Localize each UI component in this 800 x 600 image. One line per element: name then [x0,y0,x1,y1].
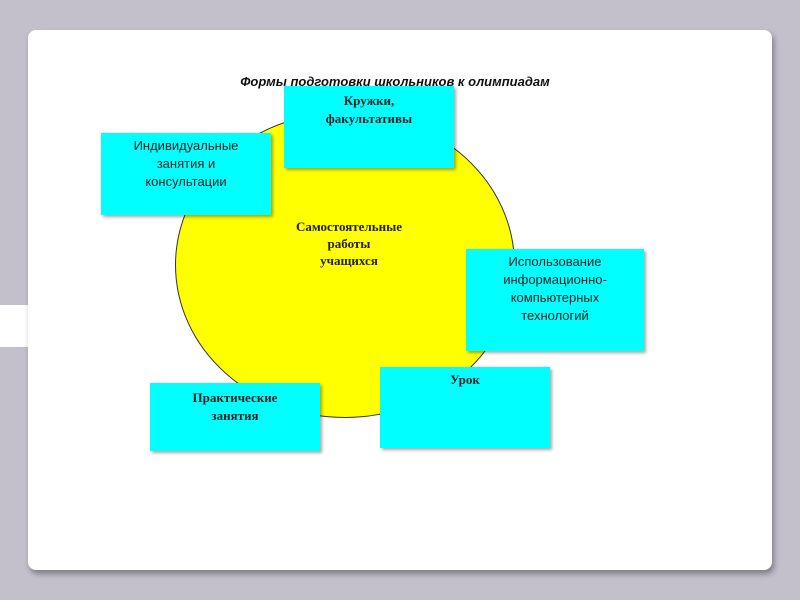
box-circles-electives: Кружки, факультативы [284,86,454,168]
slide-title: Формы подготовки школьников к олимпиадам [240,74,550,89]
box-individual-lessons: Индивидуальные занятия и консультации [101,133,271,215]
box-practical: Практические занятия [150,383,320,451]
box-ict-usage: Использование информационно- компьютерны… [466,249,644,351]
center-label: Самостоятельные работы учащихся [295,219,403,268]
box-lesson: Урок [380,367,550,448]
left-tab [0,305,30,347]
